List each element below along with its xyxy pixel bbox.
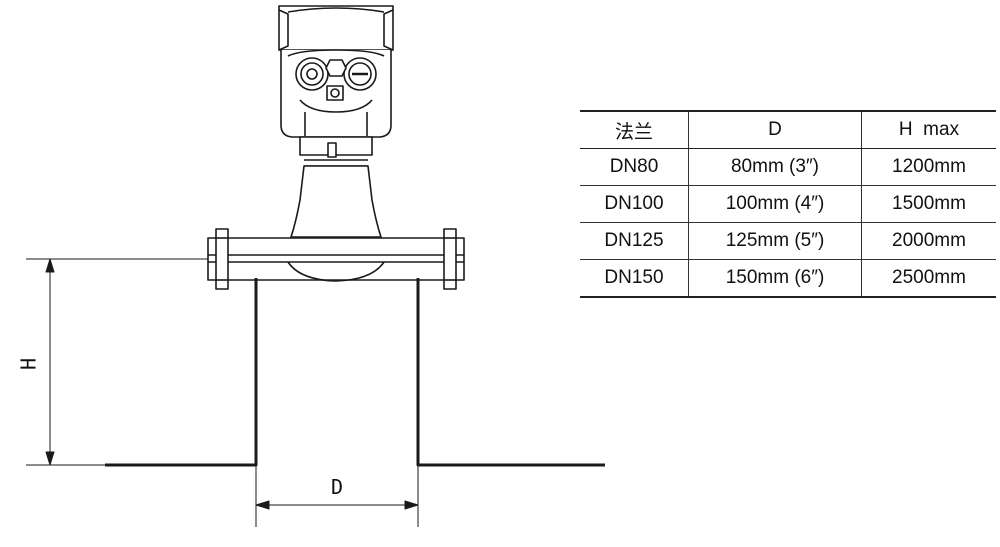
table-row: DN100 100mm (4″) 1500mm (580, 185, 996, 223)
cell-flange: DN100 (580, 185, 689, 223)
cell-diameter: 125mm (5″) (688, 222, 862, 260)
table-row: DN125 125mm (5″) 2000mm (580, 222, 996, 260)
diameter-dimension (255, 465, 419, 527)
table-row: DN150 150mm (6″) 2500mm (580, 259, 996, 298)
housing-cover (278, 5, 394, 51)
header-height-max: H max (861, 110, 996, 149)
header-diameter: D (688, 110, 862, 149)
ground-screw-icon (326, 85, 344, 101)
cell-diameter: 100mm (4″) (688, 185, 862, 223)
cell-flange: DN150 (580, 259, 689, 298)
cable-gland-right-icon (343, 57, 377, 91)
diameter-label: D (331, 475, 343, 499)
cell-height-max: 2500mm (861, 259, 996, 298)
antenna-body (290, 165, 382, 238)
cable-gland-left-icon (295, 57, 329, 91)
flange-spec-table: 法兰 D H max DN80 80mm (3″) 1200mm DN100 1… (580, 110, 996, 298)
cell-height-max: 2000mm (861, 222, 996, 260)
table-header-row: 法兰 D H max (580, 110, 996, 149)
cell-diameter: 150mm (6″) (688, 259, 862, 298)
cell-diameter: 80mm (3″) (688, 148, 862, 186)
flange-bolt-right-icon (443, 228, 457, 290)
header-flange: 法兰 (580, 110, 689, 149)
cell-height-max: 1200mm (861, 148, 996, 186)
table-row: DN80 80mm (3″) 1200mm (580, 148, 996, 186)
height-dimension (26, 258, 208, 466)
cell-flange: DN80 (580, 148, 689, 186)
housing-neck (299, 136, 373, 167)
flange (207, 237, 465, 282)
flange-bolt-left-icon (215, 228, 229, 290)
center-nut-icon (325, 59, 347, 77)
height-label: H (17, 358, 41, 370)
cell-flange: DN125 (580, 222, 689, 260)
cell-height-max: 1500mm (861, 185, 996, 223)
nozzle-pipe (105, 278, 605, 467)
